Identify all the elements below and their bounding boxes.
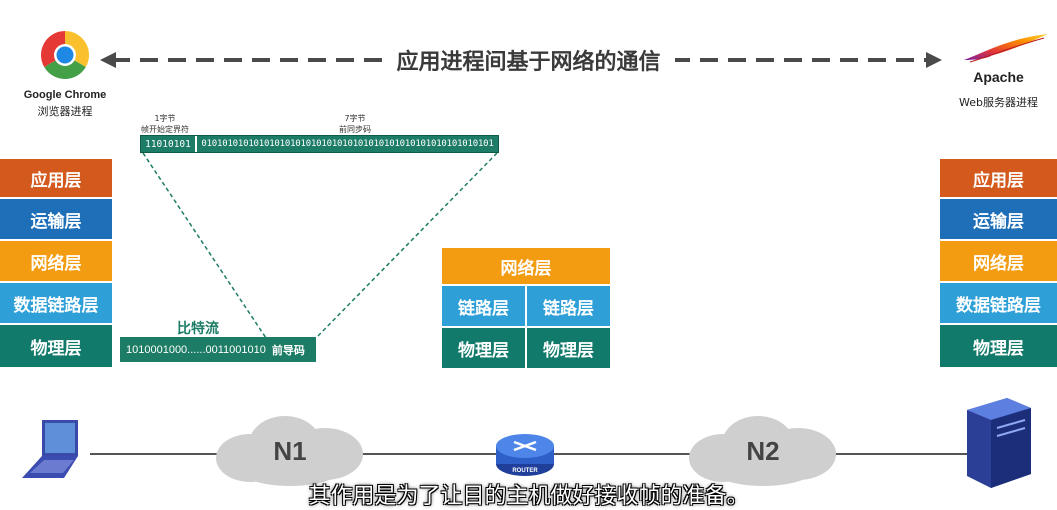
left-physical-layer: 物理层: [0, 325, 112, 367]
right-network-layer: 网络层: [940, 241, 1057, 283]
sfd-label: 1字节 帧开始定界符: [135, 113, 195, 135]
router-link-layer-right: 链路层: [527, 286, 610, 326]
left-transport-layer: 运输层: [0, 199, 112, 241]
apache-feather-icon: [960, 30, 1052, 70]
bitstream-tag: 前导码: [271, 343, 305, 357]
page-title: 应用进程间基于网络的通信: [0, 44, 1057, 76]
right-endpoint-desc: Web服务器进程: [959, 96, 1038, 109]
server-icon: [963, 396, 1035, 490]
router-icon: ROUTER: [494, 432, 556, 478]
left-network-layer: 网络层: [0, 241, 112, 283]
right-physical-layer: 物理层: [940, 325, 1057, 367]
page-title-text: 应用进程间基于网络的通信: [382, 50, 675, 75]
left-datalink-layer: 数据链路层: [0, 283, 112, 325]
cloud-n2-label: N2: [746, 436, 780, 466]
sfd-bits: 11010101: [141, 136, 197, 152]
arrow-head-left: [100, 52, 116, 68]
right-protocol-stack: 应用层 运输层 网络层 数据链路层 物理层: [940, 159, 1057, 367]
bitstream-bits: 1010001000......0011001010: [126, 343, 266, 356]
router-network-layer: 网络层: [442, 248, 610, 286]
router-label: ROUTER: [512, 468, 538, 474]
chrome-logo-icon: [40, 30, 90, 80]
cloud-icon: [689, 416, 836, 486]
bitstream-title: 比特流: [177, 321, 219, 337]
left-endpoint-name: Google Chrome: [23, 89, 107, 101]
preamble-bits: 0101010101010101010101010101010101010101…: [201, 139, 494, 149]
router-physical-layer-left: 物理层: [442, 328, 527, 368]
sfd-label-size: 1字节: [154, 114, 176, 123]
router-physical-layer-right: 物理层: [527, 328, 610, 368]
guide-line-right: [315, 152, 498, 339]
right-datalink-layer: 数据链路层: [940, 283, 1057, 325]
bitstream-bar: 1010001000......0011001010 前导码: [120, 337, 316, 362]
left-application-layer: 应用层: [0, 159, 112, 199]
cloud-n2: N2: [683, 410, 843, 490]
router-link-layer-left: 链路层: [442, 286, 527, 326]
right-application-layer: 应用层: [940, 159, 1057, 199]
left-protocol-stack: 应用层 运输层 网络层 数据链路层 物理层: [0, 159, 112, 367]
right-endpoint-name: Apache: [973, 69, 1024, 85]
guide-line-left: [142, 152, 267, 339]
arrow-head-right: [926, 52, 942, 68]
video-subtitle: 其作用是为了让目的主机做好接收帧的准备。: [308, 484, 749, 509]
preamble-label: 7字节 前同步码: [325, 113, 385, 135]
preamble-label-name: 前同步码: [339, 125, 371, 134]
left-endpoint-desc: 浏览器进程: [37, 105, 93, 118]
cloud-icon: [216, 416, 363, 486]
laptop-icon: [20, 418, 92, 480]
right-transport-layer: 运输层: [940, 199, 1057, 241]
sfd-label-name: 帧开始定界符: [141, 125, 189, 134]
preamble-label-size: 7字节: [344, 114, 366, 123]
cloud-n1-label: N1: [273, 436, 307, 466]
router-protocol-stack: 网络层 链路层 链路层 物理层 物理层: [442, 248, 610, 368]
cloud-n1: N1: [210, 410, 370, 490]
frame-bits-bar: 11010101 0101010101010101010101010101010…: [140, 135, 499, 153]
